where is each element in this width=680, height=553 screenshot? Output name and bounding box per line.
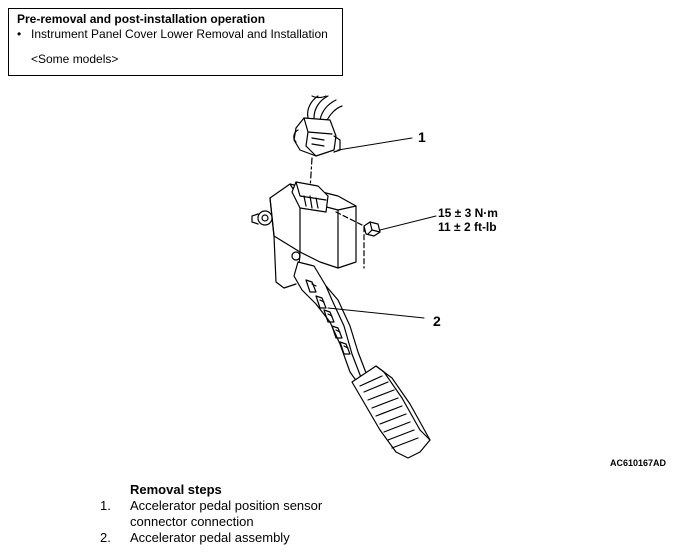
pedal-arm	[293, 261, 369, 387]
info-box-item-text: Instrument Panel Cover Lower Removal and…	[31, 27, 328, 41]
pedal-housing	[251, 181, 365, 289]
pedal-pad	[351, 365, 431, 459]
removal-step-1-continued: connector connection	[130, 514, 254, 529]
mounting-nut	[363, 221, 381, 237]
step-number: 1.	[100, 498, 111, 513]
info-box-note: <Some models>	[31, 52, 119, 66]
callout-1: 1	[418, 129, 426, 145]
info-box-title: Pre-removal and post-installation operat…	[17, 12, 266, 26]
removal-steps-title: Removal steps	[130, 482, 222, 497]
torque-spec: 15 ± 3 N·m 11 ± 2 ft-lb	[438, 206, 498, 234]
info-box-item: • Instrument Panel Cover Lower Removal an…	[17, 27, 334, 42]
bullet-icon: •	[17, 27, 22, 41]
callout-2: 2	[433, 313, 441, 329]
figure-id-main: AC610167	[610, 458, 654, 468]
torque-ftlb: 11 ± 2 ft-lb	[438, 220, 497, 234]
removal-step-2: 2. Accelerator pedal assembly	[100, 530, 290, 545]
sensor-connector	[293, 117, 341, 157]
step-number: 2.	[100, 530, 111, 545]
removal-step-1: 1. Accelerator pedal position sensor	[100, 498, 322, 513]
figure-id-suffix: AD	[653, 458, 667, 468]
pre-removal-info-box: Pre-removal and post-installation operat…	[8, 8, 343, 76]
step-text: Accelerator pedal assembly	[130, 530, 290, 545]
torque-nm: 15 ± 3 N·m	[438, 206, 498, 220]
step-text: Accelerator pedal position sensor	[130, 498, 323, 513]
figure-id: AC610167AD	[610, 458, 666, 468]
